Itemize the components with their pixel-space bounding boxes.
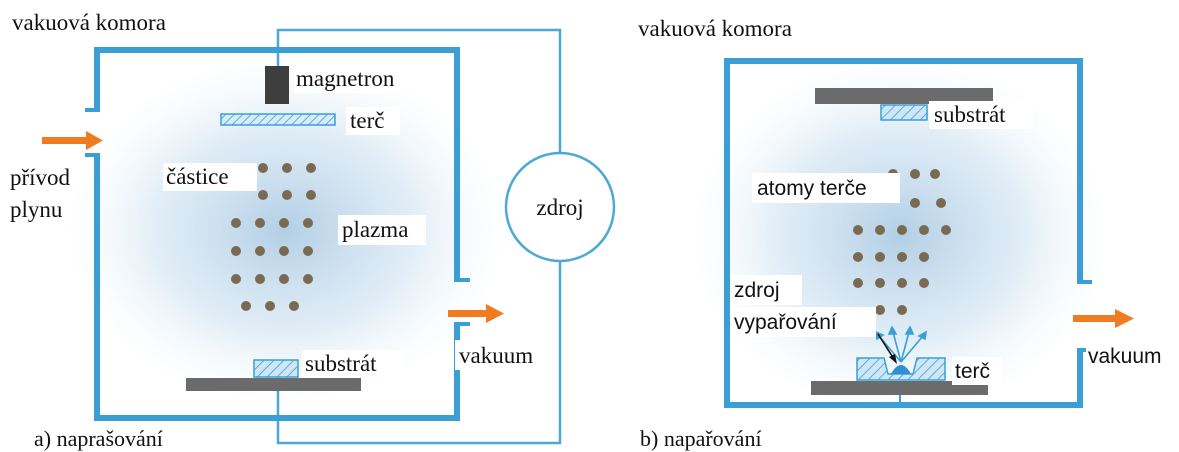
atom: [875, 278, 885, 288]
power-source-label: zdroj: [536, 195, 583, 220]
particle: [231, 274, 241, 284]
substrate-label-a: substrát: [305, 351, 377, 376]
atom: [853, 278, 863, 288]
power-source-circle: [504, 151, 616, 263]
substrate-a: [253, 359, 299, 378]
atom: [897, 305, 907, 315]
particle: [289, 301, 299, 311]
caption-b: b) napařování: [640, 426, 762, 451]
atom: [930, 169, 940, 179]
atom: [853, 252, 863, 262]
particles-a: [231, 163, 316, 311]
molten-source: [891, 365, 911, 374]
particle: [258, 163, 268, 173]
atom: [941, 225, 951, 235]
atom: [910, 169, 920, 179]
chamber-wall-a: [94, 47, 460, 421]
plasma-glow-a: [70, 60, 500, 400]
gas-inlet-label-1: přívod: [10, 165, 71, 190]
particles-label: částice: [166, 164, 229, 189]
substrate-holder-b: [815, 88, 993, 104]
gas-inlet-label-2: plynu: [10, 197, 63, 222]
evaporation-rays: [875, 325, 928, 363]
magnetron-block: [265, 66, 289, 104]
substrate-b: [880, 104, 928, 121]
atom: [919, 225, 929, 235]
evap-source-label-2: vypařování: [734, 311, 837, 334]
caption-a: a) naprašování: [34, 426, 163, 451]
particle: [231, 246, 241, 256]
particle: [265, 301, 275, 311]
particle: [279, 246, 289, 256]
particle: [258, 190, 268, 200]
label-bg: [952, 357, 1002, 385]
label-bg: [929, 101, 1033, 129]
chamber-label-b: vakuová komora: [638, 16, 792, 41]
particle: [303, 246, 313, 256]
particle: [255, 246, 265, 256]
atom: [897, 225, 907, 235]
label-bg: [730, 275, 802, 305]
particle: [255, 274, 265, 284]
evap-source-label-1: zdroj: [734, 279, 780, 302]
particle: [279, 274, 289, 284]
atom: [875, 252, 885, 262]
target-label-a: terč: [350, 108, 384, 133]
pointer-arrow: [877, 333, 897, 364]
plasma-label: plazma: [342, 217, 408, 242]
particle: [303, 218, 313, 228]
atom: [897, 278, 907, 288]
evaporation-crucible: [856, 357, 946, 381]
particle: [282, 190, 292, 200]
particle: [231, 218, 241, 228]
atom: [875, 305, 885, 315]
label-bg: [338, 215, 426, 245]
particle: [282, 163, 292, 173]
substrate-label-b: substrát: [934, 102, 1006, 127]
chamber-wall-b: [724, 58, 1083, 408]
particle: [241, 301, 251, 311]
label-bg: [163, 163, 257, 191]
atom: [875, 225, 885, 235]
particle: [306, 163, 316, 173]
crucible-base: [811, 381, 988, 395]
particle: [279, 218, 289, 228]
panel-b: vakuová komora substrát atomy terče zdro…: [638, 16, 1179, 451]
atom: [936, 198, 946, 208]
target-atoms-label: atomy terče: [757, 177, 867, 200]
label-bg: [294, 65, 424, 93]
vacuum-arrow-a: [448, 304, 504, 323]
panel-a: zdroj: [10, 10, 616, 451]
label-bg: [1086, 341, 1179, 371]
vacuum-arrow-b: [1073, 309, 1134, 328]
particle: [303, 274, 313, 284]
magnetron-label: magnetron: [296, 66, 395, 91]
label-bg: [346, 107, 400, 135]
gas-inlet-arrow: [42, 131, 103, 150]
vacuum-label-a: vakuum: [459, 343, 533, 368]
label-bg: [302, 350, 404, 378]
particle: [255, 218, 265, 228]
chamber-label-a: vakuová komora: [12, 10, 166, 35]
atom: [897, 252, 907, 262]
atom: [919, 278, 929, 288]
label-bg: [455, 340, 555, 370]
vacuum-label-b: vakuum: [1088, 345, 1162, 368]
atom: [919, 252, 929, 262]
particle: [306, 190, 316, 200]
target-atoms: [853, 169, 951, 315]
atom: [910, 198, 920, 208]
sputter-target: [220, 113, 336, 126]
substrate-holder-a: [186, 378, 361, 391]
target-label-b: terč: [955, 360, 990, 383]
label-bg: [752, 173, 900, 203]
label-bg: [730, 307, 876, 337]
atom: [853, 225, 863, 235]
